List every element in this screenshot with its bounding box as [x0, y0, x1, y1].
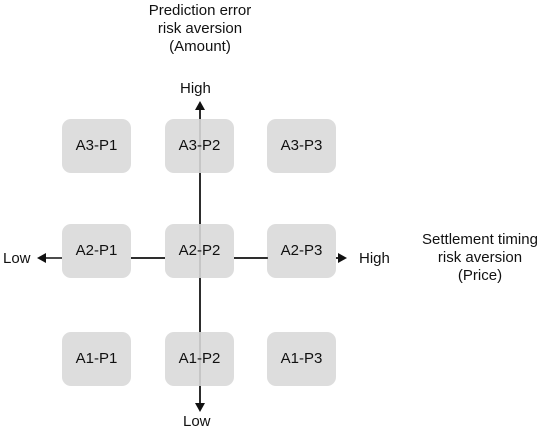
x-axis-title-line-3: (Price) — [457, 267, 503, 284]
arrowhead-up — [195, 101, 205, 110]
cell-a2-p2: A2-P2 — [165, 224, 234, 278]
cell-a1-p3: A1-P3 — [267, 332, 336, 386]
y-axis-title: Prediction error risk aversion (Amount) — [120, 2, 280, 56]
cell-a1-p1: A1-P1 — [62, 332, 131, 386]
cell-a1-p2: A1-P2 — [165, 332, 234, 386]
x-axis-title: Settlement timing risk aversion (Price) — [400, 231, 550, 285]
x-axis-high-label: High — [359, 250, 390, 267]
arrowhead-down — [195, 403, 205, 412]
cell-a3-p3: A3-P3 — [267, 119, 336, 173]
y-axis-title-line-2: risk aversion — [157, 20, 243, 37]
x-axis-low-label: Low — [3, 250, 31, 267]
y-axis-high-label: High — [180, 80, 211, 97]
y-axis-title-line-1: Prediction error — [148, 2, 252, 19]
x-axis-title-line-2: risk aversion — [437, 249, 523, 266]
cell-a2-p3: A2-P3 — [267, 224, 336, 278]
cell-a3-p1: A3-P1 — [62, 119, 131, 173]
cell-a2-p1: A2-P1 — [62, 224, 131, 278]
x-axis-title-line-1: Settlement timing — [422, 231, 538, 248]
y-axis-low-label: Low — [183, 413, 211, 430]
arrowhead-left — [37, 253, 46, 263]
arrowhead-right — [338, 253, 347, 263]
y-axis-title-line-3: (Amount) — [169, 38, 231, 55]
cell-a3-p2: A3-P2 — [165, 119, 234, 173]
